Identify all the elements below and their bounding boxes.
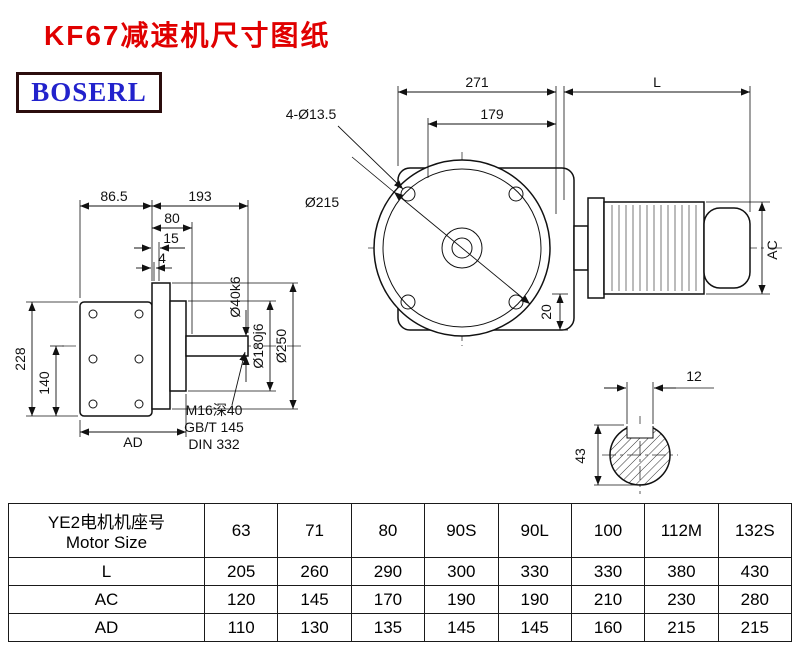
row-label: L (8, 557, 205, 586)
dim-271: 271 (465, 74, 489, 90)
value-cell: 290 (350, 557, 426, 586)
row-label: AD (8, 613, 205, 642)
flange-spigot (169, 300, 187, 392)
size-cell: 71 (277, 503, 352, 558)
page-title: KF67减速机尺寸图纸 (44, 20, 331, 51)
value-cell: 280 (717, 585, 793, 614)
value-cell: 130 (277, 613, 352, 642)
value-cell: 170 (350, 585, 426, 614)
value-cell: 230 (644, 585, 719, 614)
dimension-table: YE2电机机座号 Motor Size 63 71 80 90S 90L 100… (8, 503, 793, 642)
technical-drawing: 271 L 179 4-Ø13.5 Ø215 20 AC 86.5 193 80… (12, 74, 782, 494)
size-cell: 100 (570, 503, 646, 558)
dim-bolt-holes: 4-Ø13.5 (286, 106, 337, 122)
motor-fins (611, 205, 697, 291)
value-cell: 190 (497, 585, 572, 614)
tap-standard-gbt: GB/T 145 (184, 419, 244, 435)
size-cell: 132S (717, 503, 793, 558)
dim-L: L (653, 74, 661, 90)
dim-key-height: 43 (572, 448, 588, 464)
value-cell: 145 (424, 613, 499, 642)
value-cell: 145 (497, 613, 572, 642)
value-cell: 210 (570, 585, 646, 614)
keyway-slot (626, 426, 654, 439)
value-cell: 260 (277, 557, 352, 586)
value-cell: 145 (277, 585, 352, 614)
value-cell: 160 (570, 613, 646, 642)
dimension-lines (26, 86, 770, 486)
dim-179: 179 (480, 106, 504, 122)
value-cell: 135 (350, 613, 426, 642)
motor-end-cap (703, 207, 751, 289)
value-cell: 215 (644, 613, 719, 642)
dim-AD: AD (123, 434, 142, 450)
output-flange (151, 282, 171, 410)
size-cell: 63 (203, 503, 279, 558)
dim-80: 80 (164, 210, 180, 226)
tap-hole-label: M16深40 (186, 402, 243, 418)
size-cell: 90S (424, 503, 499, 558)
dim-flange-dia: Ø215 (305, 194, 339, 210)
value-cell: 330 (570, 557, 646, 586)
left-side-view (79, 282, 249, 417)
value-cell: 120 (203, 585, 279, 614)
value-cell: 330 (497, 557, 572, 586)
value-cell: 300 (424, 557, 499, 586)
dim-AC: AC (764, 240, 780, 259)
output-shaft (185, 335, 249, 357)
dim-20: 20 (538, 304, 554, 320)
value-cell: 215 (717, 613, 793, 642)
dim-shaft-dia: Ø40k6 (227, 276, 243, 317)
tap-standard-din: DIN 332 (188, 436, 240, 452)
dim-flange-od: Ø250 (273, 329, 289, 363)
value-cell: 380 (644, 557, 719, 586)
size-cell: 112M (644, 503, 719, 558)
brand-logo: BOSERL (16, 72, 162, 113)
dim-key-width: 12 (686, 368, 702, 384)
table-row-AD: AD 110 130 135 145 145 160 215 215 (8, 613, 793, 642)
dim-193: 193 (188, 188, 212, 204)
row-label: AC (8, 585, 205, 614)
motor-flange (587, 197, 605, 299)
size-cell: 90L (497, 503, 572, 558)
dim-4: 4 (158, 250, 166, 266)
motor-size-label-en: Motor Size (65, 533, 148, 552)
gear-housing-side (79, 301, 153, 417)
table-header-row: YE2电机机座号 Motor Size 63 71 80 90S 90L 100… (8, 503, 793, 558)
size-cell: 80 (350, 503, 426, 558)
value-cell: 110 (203, 613, 279, 642)
dim-15: 15 (163, 230, 179, 246)
dim-spigot-dia: Ø180j6 (250, 323, 266, 368)
motor-size-header-cell: YE2电机机座号 Motor Size (8, 503, 205, 558)
shaft-section-view (609, 424, 671, 486)
dimension-labels: 271 L 179 4-Ø13.5 Ø215 20 AC 86.5 193 80… (12, 74, 780, 464)
value-cell: 190 (424, 585, 499, 614)
motor (587, 197, 751, 299)
dim-140: 140 (36, 371, 52, 395)
dim-86-5: 86.5 (100, 188, 127, 204)
value-cell: 205 (203, 557, 279, 586)
input-adapter (573, 225, 589, 271)
value-cell: 430 (717, 557, 793, 586)
motor-size-label-cn: YE2电机机座号 (47, 513, 166, 532)
table-row-L: L 205 260 290 300 330 330 380 430 (8, 557, 793, 586)
table-row-AC: AC 120 145 170 190 190 210 230 280 (8, 585, 793, 614)
dim-228: 228 (12, 347, 28, 371)
